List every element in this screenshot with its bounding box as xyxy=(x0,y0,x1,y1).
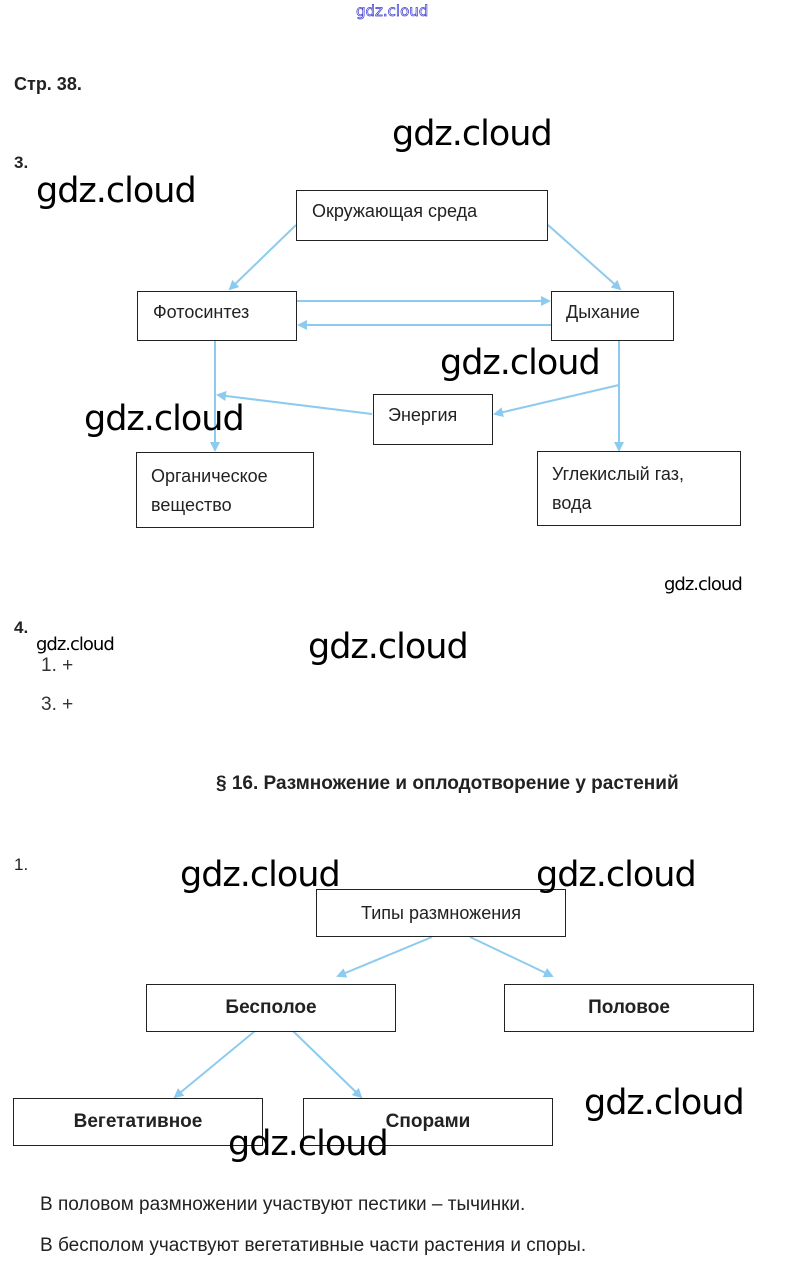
paragraph-asexual: В бесполом участвуют вегетативные части … xyxy=(40,1235,587,1256)
node-co2-water: Углекислый газ, вода xyxy=(537,451,741,526)
arrow-root-to-sexual xyxy=(469,936,554,978)
arrow-env-to-respiration xyxy=(547,224,622,291)
watermark: gdz.cloud xyxy=(536,855,697,895)
node-organic-line2: вещество xyxy=(151,495,232,515)
watermark: gdz.cloud xyxy=(84,399,245,439)
watermark: gdz.cloud xyxy=(228,1124,389,1164)
node-respiration-label: Дыхание xyxy=(566,302,640,322)
arrow-root-to-asexual xyxy=(336,936,433,978)
node-reproduction-types: Типы размножения xyxy=(316,889,566,937)
watermark: gdz.cloud xyxy=(392,114,553,154)
node-environment-label: Окружающая среда xyxy=(312,201,478,221)
node-photosynthesis-label: Фотосинтез xyxy=(153,302,250,322)
node-asexual-label: Бесполое xyxy=(225,997,317,1018)
watermark: gdz.cloud xyxy=(308,627,469,667)
watermark: gdz.cloud xyxy=(664,574,743,595)
watermark: gdz.cloud xyxy=(36,171,197,211)
arrow-energy-to-organic xyxy=(216,391,373,415)
paragraph-sexual: В половом размножении участвуют пестики … xyxy=(40,1194,526,1215)
node-vegetative: Вегетативное xyxy=(13,1098,263,1146)
watermark: gdz.cloud xyxy=(440,343,601,383)
node-environment: Окружающая среда xyxy=(296,190,548,241)
node-sexual-label: Половое xyxy=(588,997,670,1018)
task-1-number: 1. xyxy=(14,855,29,874)
node-spores: Спорами xyxy=(303,1098,553,1146)
watermark: gdz.cloud xyxy=(584,1083,745,1123)
arrow-asexual-to-vegetative xyxy=(173,1030,256,1099)
node-energy-label: Энергия xyxy=(388,405,458,425)
node-asexual: Бесполое xyxy=(146,984,396,1032)
task-4-answer-2: 3. + xyxy=(41,694,74,715)
node-sexual: Половое xyxy=(504,984,754,1032)
watermark: gdz.cloud xyxy=(180,855,341,895)
arrow-asexual-to-spores xyxy=(292,1030,363,1099)
task-4-answer-1: 1. + xyxy=(41,655,74,676)
header-watermark: gdz.cloud xyxy=(356,2,429,21)
task-4-number: 4. xyxy=(14,618,29,637)
node-organic-line1: Органическое xyxy=(151,466,268,486)
arrow-resp-to-energy xyxy=(493,384,620,418)
watermark: gdz.cloud xyxy=(36,634,115,655)
page-label: Стр. 38. xyxy=(14,74,82,94)
node-organic: Органическое вещество xyxy=(136,452,314,528)
node-vegetative-label: Вегетативное xyxy=(73,1111,203,1132)
arrow-env-to-photosynthesis xyxy=(228,224,297,291)
node-photosynthesis: Фотосинтез xyxy=(137,291,297,341)
node-respiration: Дыхание xyxy=(551,291,674,341)
node-spores-label: Спорами xyxy=(385,1111,471,1132)
node-co2-line2: вода xyxy=(552,493,592,513)
task-3-number: 3. xyxy=(14,153,29,172)
node-co2-line1: Углекислый газ, xyxy=(552,464,684,484)
node-energy: Энергия xyxy=(373,394,493,445)
node-reproduction-types-label: Типы размножения xyxy=(361,902,521,923)
section-title: § 16. Размножение и оплодотворение у рас… xyxy=(216,773,679,794)
